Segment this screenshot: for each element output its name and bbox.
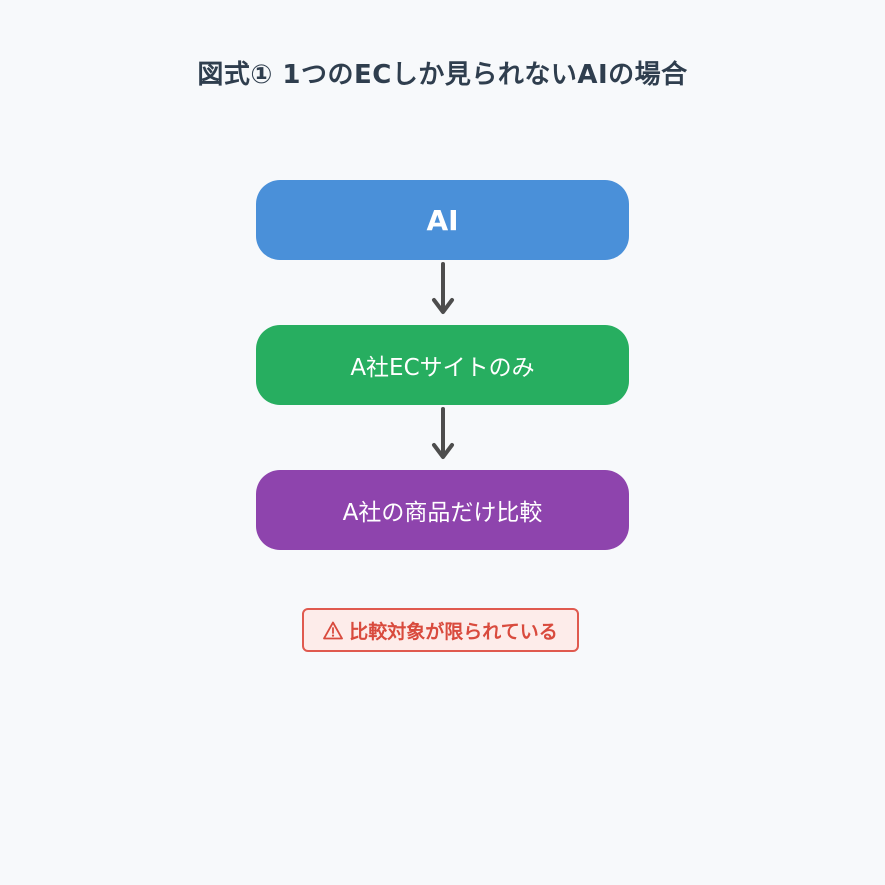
node-ai-label: AI: [426, 203, 459, 237]
diagram-title: 図式① 1つのECしか見られないAIの場合: [197, 60, 688, 90]
arrow-down-icon: [432, 262, 454, 314]
node-company-a-ec-site-label: A社ECサイトのみ: [350, 355, 535, 381]
node-company-a-ec-site: A社ECサイトのみ: [256, 325, 629, 405]
warning-text: 比較対象が限られている: [349, 620, 558, 643]
node-compare-company-a-products-label: A社の商品だけ比較: [342, 500, 543, 526]
warning-icon: [323, 621, 344, 639]
node-ai: AI: [256, 180, 629, 260]
arrow-down-icon: [432, 407, 454, 459]
node-compare-company-a-products: A社の商品だけ比較: [256, 470, 629, 550]
warning-badge: 比較対象が限られている: [302, 608, 579, 652]
